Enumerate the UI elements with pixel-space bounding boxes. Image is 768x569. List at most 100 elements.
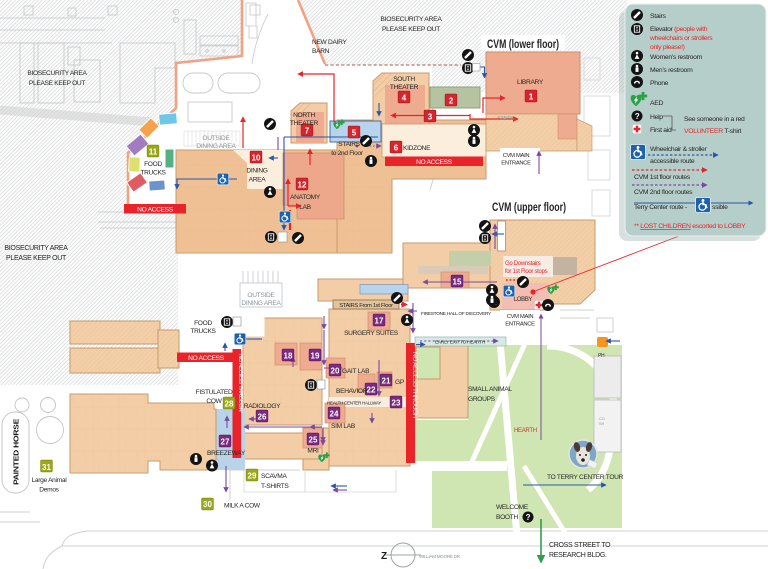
svg-text:Phone: Phone bbox=[650, 80, 669, 87]
svg-text:18: 18 bbox=[284, 352, 293, 361]
svg-text:CROSS STREET TO: CROSS STREET TO bbox=[549, 542, 611, 549]
svg-text:STAIRS From 1st Floor: STAIRS From 1st Floor bbox=[339, 303, 393, 309]
svg-text:RADIOLOGY: RADIOLOGY bbox=[244, 403, 281, 410]
svg-text:ssible: ssible bbox=[712, 204, 728, 211]
svg-text:CO: CO bbox=[599, 417, 605, 421]
svg-text:CVM MAIN: CVM MAIN bbox=[503, 153, 530, 159]
svg-text:KIDZONE: KIDZONE bbox=[403, 145, 431, 152]
svg-text:accessible route: accessible route bbox=[650, 158, 695, 165]
svg-text:2: 2 bbox=[449, 97, 454, 106]
svg-text:HEARTH: HEARTH bbox=[514, 428, 537, 434]
svg-text:FOOD: FOOD bbox=[144, 161, 162, 168]
svg-text:Large Animal: Large Animal bbox=[32, 477, 68, 484]
svg-text:Z: Z bbox=[381, 551, 387, 562]
svg-text:29: 29 bbox=[248, 472, 257, 481]
svg-text:for 1st Floor stops: for 1st Floor stops bbox=[505, 269, 548, 275]
svg-text:15: 15 bbox=[453, 278, 462, 287]
svg-text:11: 11 bbox=[149, 148, 158, 157]
svg-text:PLEASE KEEP OUT: PLEASE KEEP OUT bbox=[6, 255, 67, 262]
svg-text:NEW DAIRY: NEW DAIRY bbox=[312, 39, 347, 46]
svg-text:19: 19 bbox=[311, 352, 320, 361]
svg-text:7: 7 bbox=[305, 127, 310, 136]
svg-text:MRI: MRI bbox=[307, 448, 319, 455]
svg-text:BIOSECURITY AREA: BIOSECURITY AREA bbox=[27, 70, 87, 77]
svg-text:TO TERRY CENTER TOUR: TO TERRY CENTER TOUR bbox=[547, 474, 624, 481]
svg-text:DINING AREA: DINING AREA bbox=[196, 143, 236, 150]
svg-text:LAB: LAB bbox=[299, 204, 311, 211]
svg-text:FIRESTONE HALL OF DISCOVERY: FIRESTONE HALL OF DISCOVERY bbox=[421, 311, 492, 317]
svg-text:RESEARCH BLDG.: RESEARCH BLDG. bbox=[549, 552, 607, 559]
svg-text:EARLY EXIT TO HEARTH: EARLY EXIT TO HEARTH bbox=[435, 340, 486, 346]
svg-text:1: 1 bbox=[529, 93, 534, 102]
svg-text:CVM (upper floor): CVM (upper floor) bbox=[492, 200, 566, 214]
svg-text:only please!): only please!) bbox=[650, 44, 685, 51]
svg-text:PAINTED HORSE: PAINTED HORSE bbox=[12, 419, 21, 485]
svg-text:LIBRARY: LIBRARY bbox=[517, 79, 544, 86]
svg-text:SMALL ANIMAL: SMALL ANIMAL bbox=[468, 386, 512, 393]
svg-text:CVM (lower floor): CVM (lower floor) bbox=[487, 37, 559, 51]
svg-text:HEALTH CENTER HALLWAY: HEALTH CENTER HALLWAY bbox=[327, 401, 381, 406]
svg-text:OUTSIDE: OUTSIDE bbox=[247, 292, 275, 299]
svg-text:FISTULATED: FISTULATED bbox=[196, 389, 233, 396]
svg-text:NO ACCESS THROUGH: NO ACCESS THROUGH bbox=[237, 354, 243, 412]
svg-text:STAIRS: STAIRS bbox=[497, 116, 515, 122]
svg-text:SURGERY SUITES: SURGERY SUITES bbox=[344, 330, 399, 337]
svg-text:SIM LAB: SIM LAB bbox=[331, 423, 356, 430]
svg-text:Help: Help bbox=[650, 114, 663, 121]
svg-text:ANATOMY: ANATOMY bbox=[290, 194, 321, 201]
svg-text:NORTH: NORTH bbox=[293, 112, 315, 119]
svg-text:TRUCKS: TRUCKS bbox=[140, 170, 166, 177]
svg-text:3: 3 bbox=[428, 113, 433, 122]
svg-text:Wheelchair & stroller: Wheelchair & stroller bbox=[650, 146, 707, 153]
svg-text:BARN: BARN bbox=[312, 48, 330, 55]
svg-text:SH: SH bbox=[599, 422, 605, 426]
svg-text:** LOST CHILDREN escorted to L: ** LOST CHILDREN escorted to LOBBY bbox=[634, 223, 746, 230]
svg-text:VOLUNTEER T-shirt: VOLUNTEER T-shirt bbox=[684, 128, 742, 135]
svg-text:CVM MAIN: CVM MAIN bbox=[507, 314, 534, 320]
svg-text:DINING AREA: DINING AREA bbox=[241, 300, 281, 307]
svg-text:PLEASE KEEP OUT: PLEASE KEEP OUT bbox=[382, 26, 440, 33]
svg-text:wheelchairs or strollers: wheelchairs or strollers bbox=[649, 35, 713, 42]
svg-text:CVM 2nd floor routes: CVM 2nd floor routes bbox=[634, 189, 693, 196]
svg-text:NO ACCESS: NO ACCESS bbox=[188, 355, 225, 362]
svg-text:GAIT LAB: GAIT LAB bbox=[342, 368, 370, 375]
svg-text:LOBBY: LOBBY bbox=[514, 297, 533, 303]
svg-text:AREA: AREA bbox=[249, 177, 267, 184]
svg-text:MILK A COW: MILK A COW bbox=[224, 503, 261, 510]
svg-text:NO ACCESS: NO ACCESS bbox=[416, 159, 453, 166]
svg-text:GROUPS: GROUPS bbox=[468, 396, 496, 403]
svg-text:6: 6 bbox=[394, 144, 399, 153]
svg-text:31: 31 bbox=[42, 463, 51, 472]
svg-text:WELCOME: WELCOME bbox=[496, 504, 529, 511]
svg-text:CVM 1st floor routes: CVM 1st floor routes bbox=[634, 174, 691, 181]
svg-text:SOUTH: SOUTH bbox=[393, 76, 415, 83]
svg-text:PLEASE KEEP OUT: PLEASE KEEP OUT bbox=[29, 80, 85, 87]
svg-text:NO ACCESS: NO ACCESS bbox=[137, 207, 174, 214]
svg-text:BREEZEWAY: BREEZEWAY bbox=[207, 450, 246, 457]
svg-text:12: 12 bbox=[298, 181, 307, 190]
svg-text:30: 30 bbox=[203, 500, 212, 509]
svg-text:Stairs: Stairs bbox=[650, 13, 666, 20]
svg-text:First aid: First aid bbox=[650, 127, 672, 134]
svg-text:5: 5 bbox=[352, 129, 357, 138]
svg-text:BEHAVIOR: BEHAVIOR bbox=[336, 388, 368, 395]
svg-text:PH: PH bbox=[598, 353, 605, 359]
svg-text:Demos: Demos bbox=[39, 487, 59, 494]
svg-text:BIOSECURITY AREA: BIOSECURITY AREA bbox=[380, 16, 442, 23]
svg-text:STAIRS: STAIRS bbox=[338, 141, 360, 148]
svg-text:BOOTH: BOOTH bbox=[496, 514, 518, 521]
svg-text:ENTRANCE: ENTRANCE bbox=[505, 322, 535, 328]
svg-text:17: 17 bbox=[375, 317, 384, 326]
svg-text:OUTSIDE: OUTSIDE bbox=[202, 135, 230, 142]
svg-text:25: 25 bbox=[309, 436, 318, 445]
svg-text:Elevator (people with: Elevator (people with bbox=[650, 26, 708, 33]
svg-text:24: 24 bbox=[330, 410, 339, 419]
svg-text:NO ACCESS THROUGH: NO ACCESS THROUGH bbox=[411, 352, 418, 419]
svg-text:Men’s restroom: Men’s restroom bbox=[650, 67, 693, 74]
svg-text:AED: AED bbox=[650, 100, 663, 107]
svg-text:21: 21 bbox=[382, 377, 391, 386]
svg-text:26: 26 bbox=[258, 413, 267, 422]
svg-text:FOOD: FOOD bbox=[194, 320, 212, 327]
svg-text:Terry Center route -: Terry Center route - bbox=[634, 204, 687, 211]
svg-text:SCAVMA: SCAVMA bbox=[261, 473, 287, 480]
